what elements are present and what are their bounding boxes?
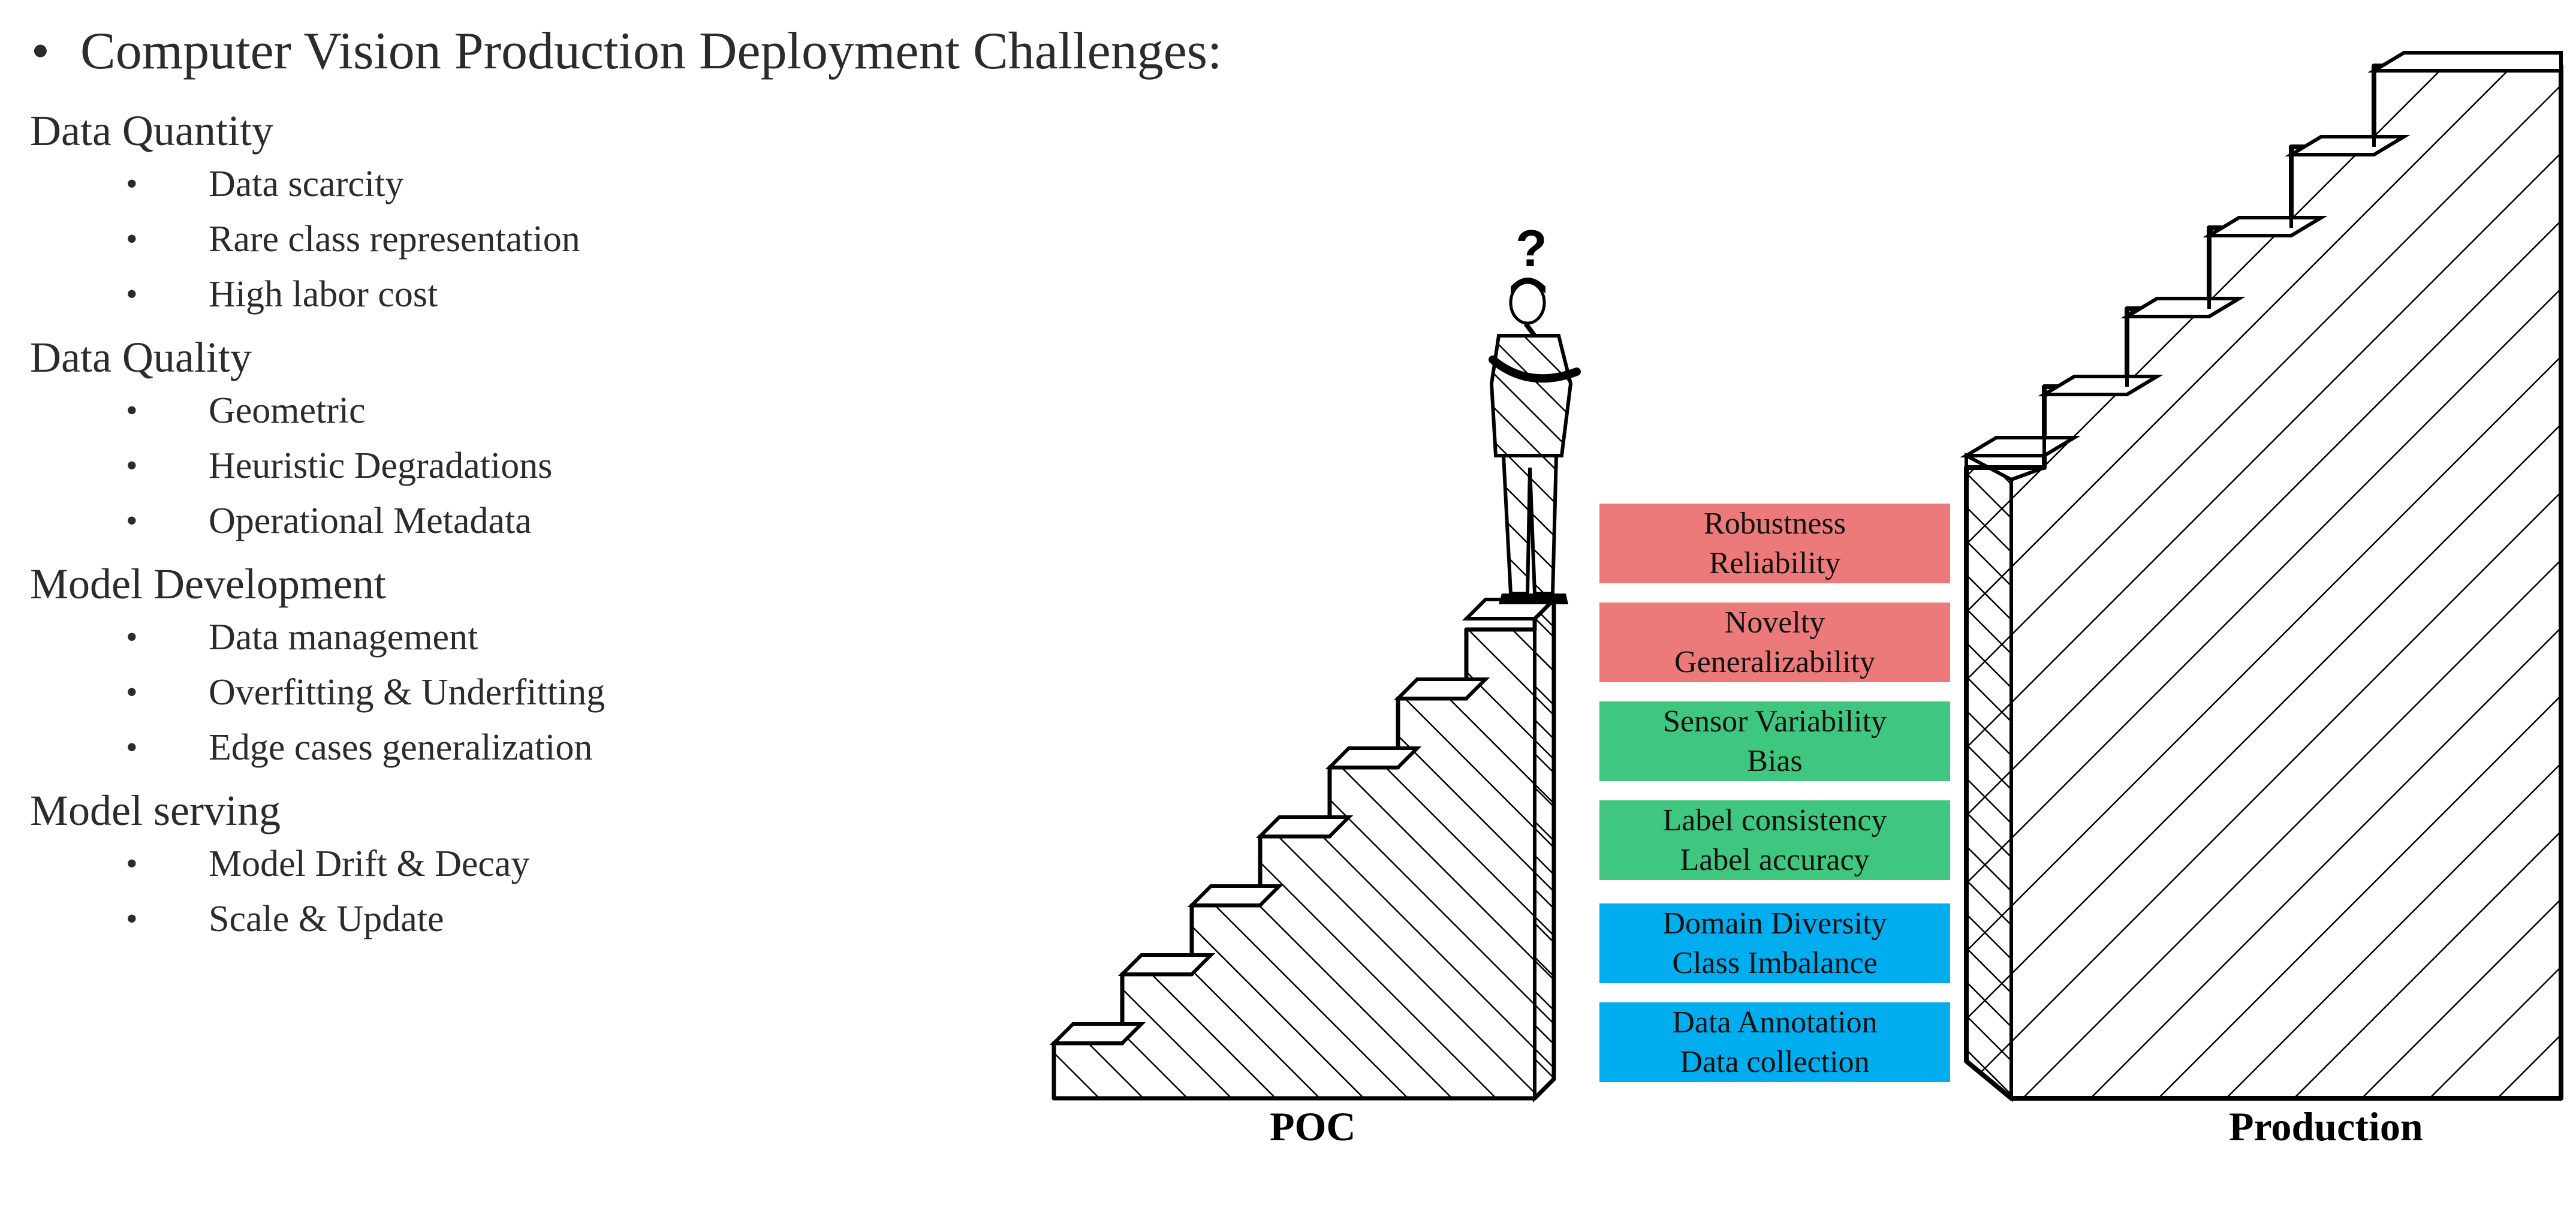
- list-item: • High labor cost: [126, 267, 605, 322]
- section-items: • Data scarcity • Rare class representatio…: [30, 156, 605, 322]
- bullet-icon: •: [126, 619, 138, 656]
- section-model-development: Model Development • Data management • Over…: [30, 558, 605, 785]
- section-data-quality: Data Quality • Geometric • Heuristic Degra…: [30, 332, 605, 558]
- list-item: • Operational Metadata: [126, 493, 605, 549]
- section-items: • Geometric • Heuristic Degradations • Oper…: [30, 383, 605, 549]
- bullet-icon: •: [126, 392, 138, 429]
- list-item: • Scale & Update: [126, 891, 605, 947]
- section-items: • Data management • Overfitting & Underfit…: [30, 610, 605, 775]
- box-line-2: Generalizability: [1674, 644, 1875, 679]
- list-item: • Geometric: [126, 383, 605, 438]
- list-item-text: Rare class representation: [209, 219, 580, 260]
- challenge-box-domain-diversity: Domain Diversity Class Imbalance: [1599, 903, 1950, 983]
- box-line-1: Domain Diversity: [1662, 906, 1887, 941]
- box-line-2: Class Imbalance: [1672, 945, 1878, 980]
- list-item-text: Model Drift & Decay: [209, 844, 530, 884]
- section-items: • Model Drift & Decay • Scale & Update: [30, 836, 605, 947]
- bullet-icon: •: [126, 276, 138, 313]
- list-item-text: Geometric: [209, 390, 366, 431]
- list-item: • Overfitting & Underfitting: [126, 665, 605, 720]
- list-item-text: Scale & Update: [209, 899, 444, 939]
- section-heading: Model Development: [30, 560, 386, 608]
- section-heading: Model serving: [30, 787, 281, 835]
- challenge-sections: Data Quantity • Data scarcity • Rare class…: [30, 105, 605, 947]
- box-line-1: Robustness: [1704, 506, 1846, 541]
- bullet-icon: •: [126, 900, 138, 938]
- poc-staircase: [1049, 595, 1559, 1103]
- list-item-text: Edge cases generalization: [209, 727, 593, 768]
- list-item: • Heuristic Degradations: [126, 438, 605, 493]
- title-bullet: •: [31, 22, 50, 80]
- bullet-icon: •: [126, 502, 138, 540]
- bullet-icon: •: [126, 165, 138, 203]
- box-line-1: Data Annotation: [1672, 1005, 1878, 1040]
- bullet-icon: •: [126, 845, 138, 882]
- thinking-man-icon: [1489, 278, 1581, 604]
- list-item-text: Data scarcity: [209, 164, 404, 204]
- list-item: • Data management: [126, 610, 605, 665]
- section-heading: Data Quantity: [30, 107, 273, 155]
- page-title: • Computer Vision Production Deployment C…: [31, 22, 1222, 82]
- list-item-text: Data management: [209, 617, 478, 658]
- bullet-icon: •: [126, 674, 138, 711]
- box-line-1: Sensor Variability: [1662, 704, 1887, 739]
- list-item-text: Operational Metadata: [209, 501, 532, 541]
- list-item-text: Overfitting & Underfitting: [209, 672, 605, 713]
- challenge-box-data-annotation: Data Annotation Data collection: [1599, 1002, 1950, 1082]
- list-item-text: High labor cost: [209, 274, 438, 315]
- box-line-1: Novelty: [1724, 605, 1825, 640]
- poc-label: POC: [1270, 1104, 1356, 1149]
- production-staircase: [1960, 51, 2563, 1102]
- bullet-icon: •: [126, 447, 138, 484]
- challenge-box-sensor-variability: Sensor Variability Bias: [1599, 701, 1950, 781]
- section-model-serving: Model serving • Model Drift & Decay • Scal…: [30, 785, 605, 947]
- list-item-text: Heuristic Degradations: [209, 445, 553, 486]
- box-line-2: Data collection: [1680, 1044, 1870, 1079]
- bullet-icon: •: [126, 729, 138, 766]
- challenge-box-robustness: Robustness Reliability: [1599, 504, 1950, 583]
- box-line-2: Bias: [1747, 743, 1803, 778]
- title-text: Computer Vision Production Deployment Ch…: [80, 22, 1222, 80]
- list-item: • Rare class representation: [126, 212, 605, 267]
- production-label: Production: [2229, 1104, 2423, 1149]
- bullet-icon: •: [126, 221, 138, 258]
- section-data-quantity: Data Quantity • Data scarcity • Rare class…: [30, 105, 605, 332]
- list-item: • Data scarcity: [126, 156, 605, 212]
- box-line-2: Reliability: [1709, 546, 1841, 580]
- question-mark: ?: [1516, 220, 1547, 278]
- box-line-2: Label accuracy: [1680, 842, 1870, 877]
- list-item: • Edge cases generalization: [126, 720, 605, 775]
- box-line-1: Label consistency: [1662, 803, 1887, 838]
- challenge-box-label-consistency: Label consistency Label accuracy: [1599, 800, 1950, 880]
- challenge-box-novelty: Novelty Generalizability: [1599, 603, 1950, 682]
- list-item: • Model Drift & Decay: [126, 836, 605, 891]
- section-heading: Data Quality: [30, 333, 252, 381]
